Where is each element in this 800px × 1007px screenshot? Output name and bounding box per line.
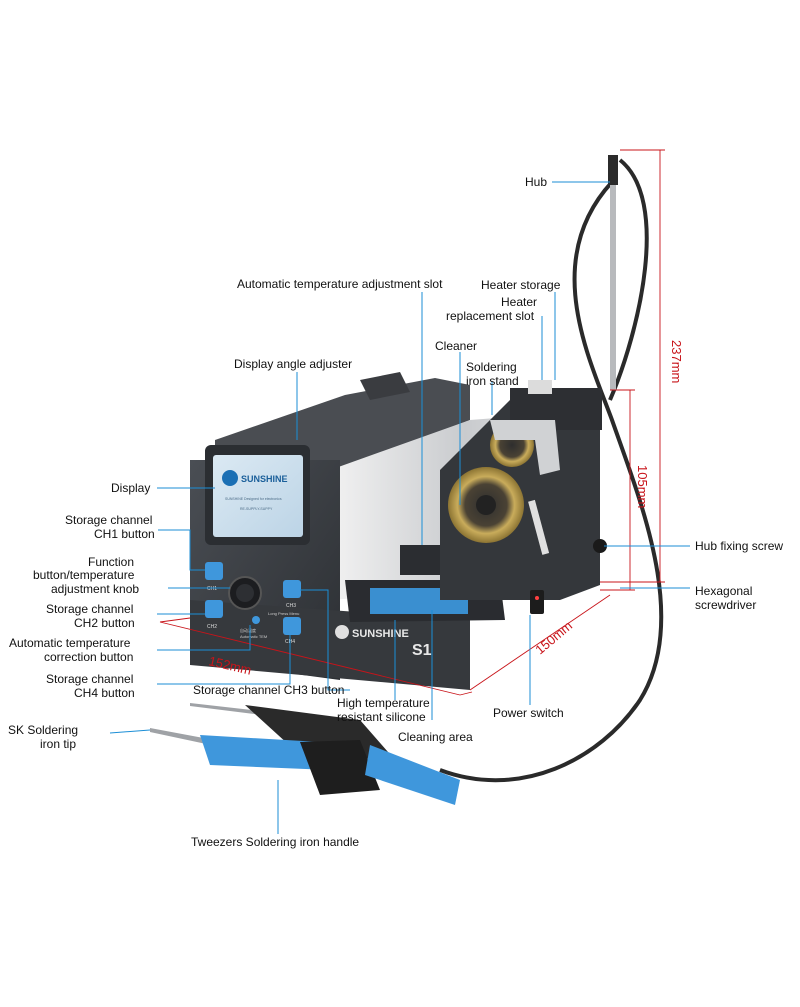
front-model: S1 <box>412 642 432 659</box>
hub-iron-handle <box>608 155 618 185</box>
label-iron-stand-2: iron stand <box>466 374 519 388</box>
label-silicone-2: resistant silicone <box>337 710 426 724</box>
label-ch3: Storage channel CH3 button <box>193 683 344 697</box>
ch3-button-label: CH3 <box>286 603 296 609</box>
dimension-height-total: 237mm <box>669 340 684 383</box>
brass-cleaner-center <box>476 495 496 515</box>
screen-logo-icon <box>222 470 238 486</box>
ch2-button[interactable] <box>205 600 223 618</box>
label-ch2-1: Storage channel <box>46 602 133 616</box>
main-body-base <box>190 600 470 690</box>
ch3-button[interactable] <box>283 580 301 598</box>
dimension-height-body: 105mm <box>635 465 650 508</box>
ch4-button[interactable] <box>283 617 301 635</box>
iron-stand-bracket <box>490 420 560 475</box>
dimension-lines <box>159 149 665 696</box>
leader-lines <box>109 181 690 834</box>
front-logo-icon <box>335 625 349 639</box>
label-iron-stand-1: Soldering <box>466 360 517 374</box>
dimension-depth: 150mm <box>532 618 575 657</box>
label-ch1-2: CH1 button <box>94 527 155 541</box>
label-func-3: adjustment knob <box>51 582 139 596</box>
label-sk-tip-2: iron tip <box>40 737 76 751</box>
power-switch-led <box>535 596 539 600</box>
function-knob-center <box>236 584 254 602</box>
tweezer-handle-body <box>300 740 380 795</box>
label-hub: Hub <box>525 175 547 189</box>
label-hex-1: Hexagonal <box>695 584 752 598</box>
ch1-button-label: CH1 <box>207 586 217 592</box>
ch1-button[interactable] <box>205 562 223 580</box>
hub-cable <box>608 158 649 401</box>
label-auto-corr-1: Automatic temperature <box>9 636 131 650</box>
display-angle-adjuster-body <box>360 372 410 400</box>
label-ch2-2: CH2 button <box>74 616 135 630</box>
label-func-1: Function <box>88 555 134 569</box>
heater-slot <box>528 380 552 394</box>
label-cleaning-area: Cleaning area <box>398 730 473 744</box>
label-display-angle: Display angle adjuster <box>234 357 352 371</box>
label-power-switch: Power switch <box>493 706 564 720</box>
label-ch4-2: CH4 button <box>74 686 135 700</box>
label-display: Display <box>111 481 150 495</box>
label-ch1-1: Storage channel <box>65 513 152 527</box>
iron-cable <box>439 180 664 783</box>
callout-labels: Hub Automatic temperature adjustment slo… <box>8 175 783 849</box>
display-screen <box>213 455 303 537</box>
tweezer-handle-blue <box>200 735 330 770</box>
hub-fixing-screw <box>593 539 607 553</box>
label-hub-fixing-screw: Hub fixing screw <box>695 539 783 553</box>
hexagonal-screwdriver <box>528 499 550 555</box>
label-func-2: button/temperature <box>33 568 135 582</box>
auto-temp-label-2: Automatic TEM <box>240 634 267 639</box>
label-heater-replacement-2: replacement slot <box>446 309 535 323</box>
label-auto-temp-slot: Automatic temperature adjustment slot <box>237 277 443 291</box>
tweezer-handle-sleeve <box>365 745 460 805</box>
screen-line-1: SUNSHINE Designed for electronics <box>225 497 282 501</box>
label-hex-2: screwdriver <box>695 598 756 612</box>
auto-temp-correction-button[interactable] <box>252 616 260 624</box>
front-brand: SUNSHINE <box>352 628 409 640</box>
label-heater-storage: Heater storage <box>481 278 561 292</box>
label-auto-corr-2: correction button <box>44 650 133 664</box>
power-switch[interactable] <box>530 590 544 614</box>
label-cleaner: Cleaner <box>435 339 477 353</box>
auto-temp-label-1: 自动温度 <box>240 627 256 633</box>
device-illustration: SUNSHINE SUNSHINE Designed for electroni… <box>150 155 664 805</box>
long-press-label: Long Press Menu <box>268 611 299 616</box>
label-ch4-1: Storage channel <box>46 672 133 686</box>
label-silicone-1: High temperature <box>337 696 430 710</box>
hub-iron-shaft <box>610 185 616 390</box>
label-tweezers-handle: Tweezers Soldering iron handle <box>191 835 359 849</box>
tweezer-tip-upper <box>190 703 270 716</box>
ch2-button-label: CH2 <box>207 624 217 630</box>
screen-line-2: RE-SUPPLY-SUPPY <box>240 507 273 511</box>
label-heater-replacement-1: Heater <box>501 295 537 309</box>
label-sk-tip-1: SK Soldering <box>8 723 78 737</box>
screen-brand: SUNSHINE <box>241 474 288 484</box>
